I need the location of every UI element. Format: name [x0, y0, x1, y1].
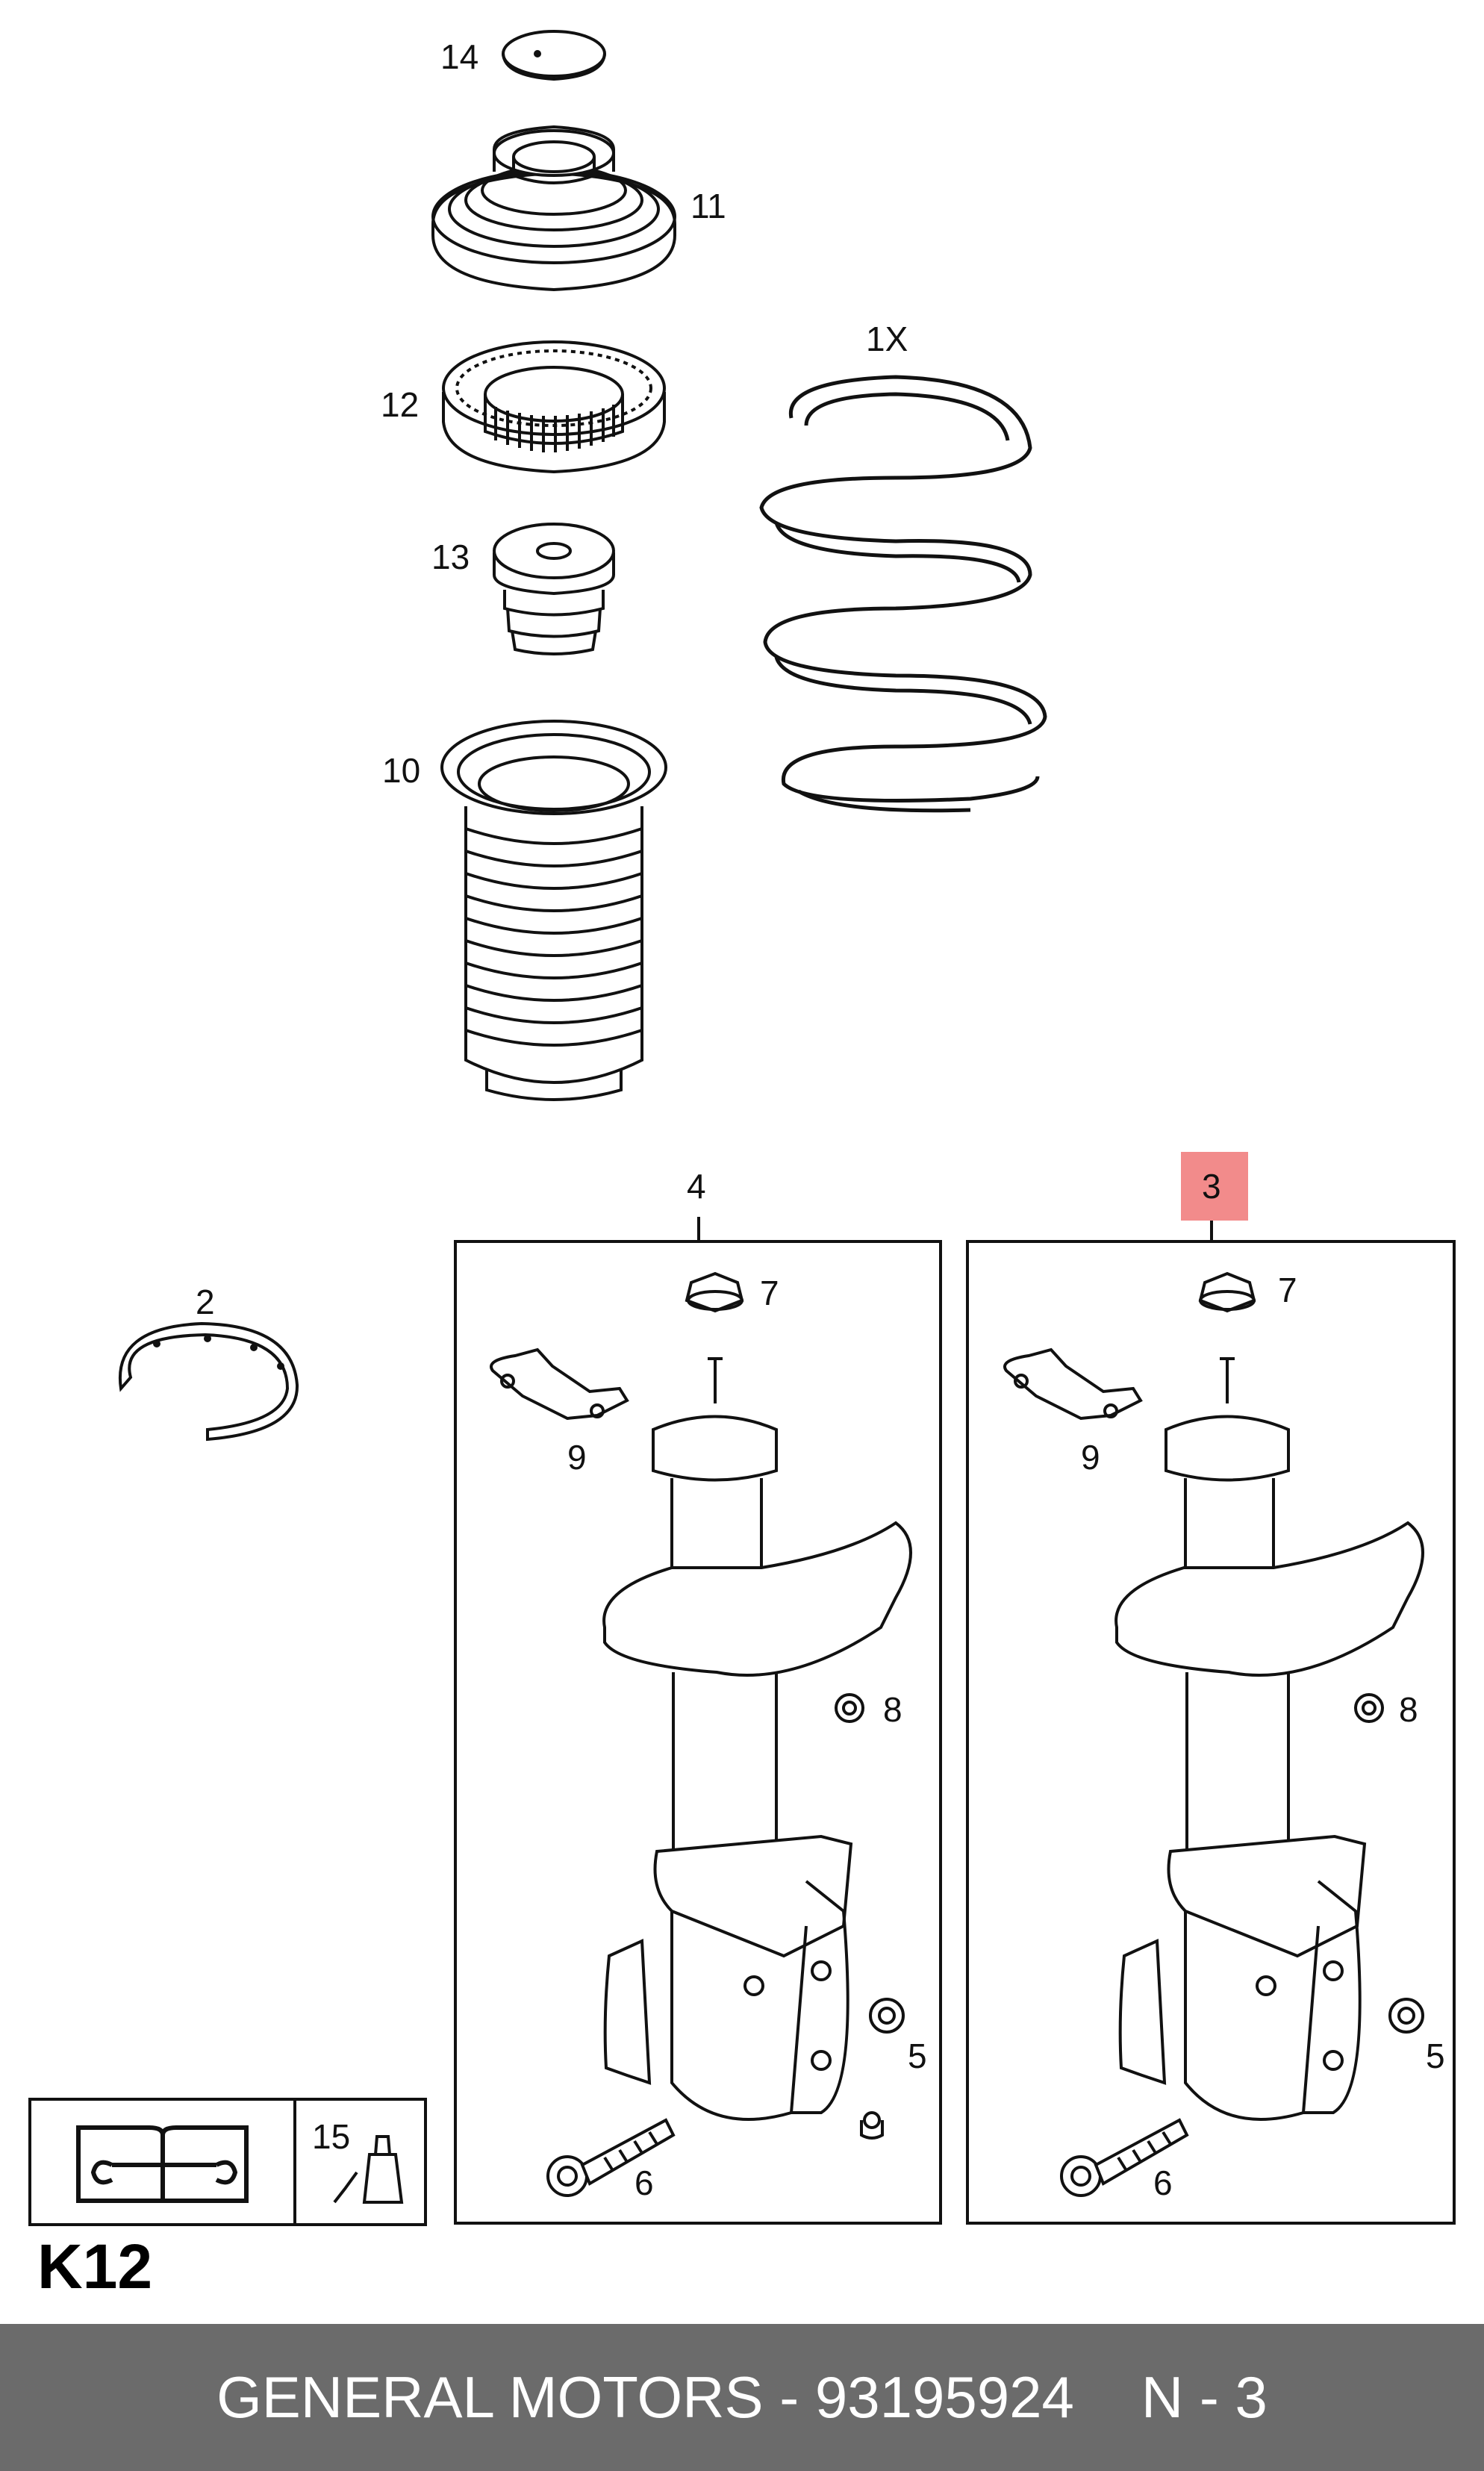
part-2-insulator-ring: [118, 1321, 299, 1442]
callout-9-left: 9: [567, 1438, 587, 1477]
strut-assembly-4: [490, 1271, 912, 2140]
part-5-nut-right: [1388, 1998, 1424, 2034]
footer-index: N - 3: [1141, 2364, 1268, 2430]
manual-book-icon: [76, 2125, 249, 2203]
part-1x-coil-spring: [759, 375, 1047, 813]
callout-11: 11: [690, 187, 726, 225]
callout-8-left: 8: [883, 1690, 902, 1729]
part-12-strut-bearing: [442, 340, 666, 474]
callout-10: 10: [382, 751, 420, 790]
part-6-bolt-left: [546, 2118, 676, 2197]
part-6-bolt-right: [1060, 2118, 1189, 2197]
part-5-nut-left: [869, 1998, 905, 2034]
page-code: K12: [37, 2231, 153, 2302]
footer-bar: GENERAL MOTORS - 93195924 N - 3: [0, 2324, 1484, 2471]
part-8-nut-left: [835, 1693, 864, 1723]
callout-14: 14: [440, 37, 478, 76]
callout-2: 2: [196, 1283, 215, 1321]
part-10-dust-boot: [440, 720, 667, 1101]
callout-13: 13: [431, 537, 470, 576]
callout-7-left: 7: [760, 1274, 779, 1312]
footer-part-number: GENERAL MOTORS - 93195924: [216, 2364, 1074, 2430]
highlight-marker: [1181, 1152, 1248, 1221]
callout-7-right: 7: [1278, 1271, 1297, 1309]
callout-1x: 1X: [866, 320, 908, 358]
callout-6-left: 6: [635, 2163, 654, 2202]
callout-15: 15: [312, 2117, 350, 2156]
strut-assembly-3: [1003, 1271, 1424, 2121]
part-8-nut-right: [1354, 1693, 1384, 1723]
callout-5-left: 5: [908, 2037, 927, 2075]
callout-5-right: 5: [1426, 2037, 1445, 2075]
part-14-cap: [502, 30, 606, 81]
part-11-top-mount: [431, 125, 676, 292]
callout-8-right: 8: [1399, 1690, 1418, 1729]
callout-6-right: 6: [1153, 2163, 1173, 2202]
callout-3: 3: [1202, 1167, 1221, 1206]
part-15-lubricant-tube: [333, 2135, 404, 2204]
legend-box: [28, 2098, 427, 2226]
callout-4: 4: [687, 1167, 706, 1206]
callout-9-right: 9: [1081, 1438, 1100, 1477]
callout-12: 12: [381, 385, 419, 424]
part-13-bump-stop: [493, 523, 615, 655]
